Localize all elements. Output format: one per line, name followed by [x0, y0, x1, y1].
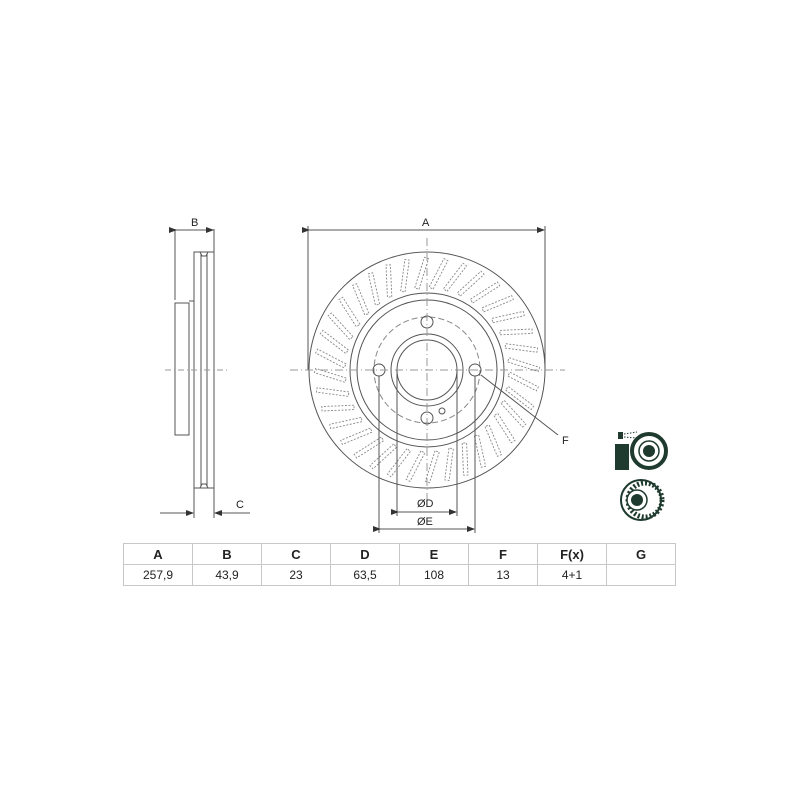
- value-b: 43,9: [192, 564, 262, 586]
- value-a: 257,9: [123, 564, 193, 586]
- value-d: 63,5: [330, 564, 400, 586]
- label-e: ØE: [417, 516, 433, 528]
- table-row: 257,9 43,9 23 63,5 108 13 4+1: [123, 564, 676, 586]
- value-fx: 4+1: [537, 564, 607, 586]
- side-view: [160, 227, 250, 518]
- value-f: 13: [468, 564, 538, 586]
- label-c: C: [236, 499, 244, 511]
- label-b: B: [191, 217, 198, 229]
- header-f: F: [468, 543, 538, 565]
- header-d: D: [330, 543, 400, 565]
- header-g: G: [606, 543, 676, 565]
- value-e: 108: [399, 564, 469, 586]
- header-a: A: [123, 543, 193, 565]
- value-g: [606, 564, 676, 586]
- cleaning-spray-disc-icon: [615, 431, 668, 470]
- label-f: F: [562, 435, 569, 447]
- value-c: 23: [261, 564, 331, 586]
- label-d: ØD: [417, 498, 434, 510]
- header-e: E: [399, 543, 469, 565]
- label-a: A: [422, 217, 430, 229]
- header-fx: F(x): [537, 543, 607, 565]
- spec-table: A B C D E F F(x) G 257,9 43,9 23 63,5 10…: [123, 543, 676, 586]
- header-b: B: [192, 543, 262, 565]
- vented-disc-icon: [620, 479, 665, 521]
- table-header-row: A B C D E F F(x) G: [123, 543, 676, 565]
- header-c: C: [261, 543, 331, 565]
- front-view: [290, 226, 565, 533]
